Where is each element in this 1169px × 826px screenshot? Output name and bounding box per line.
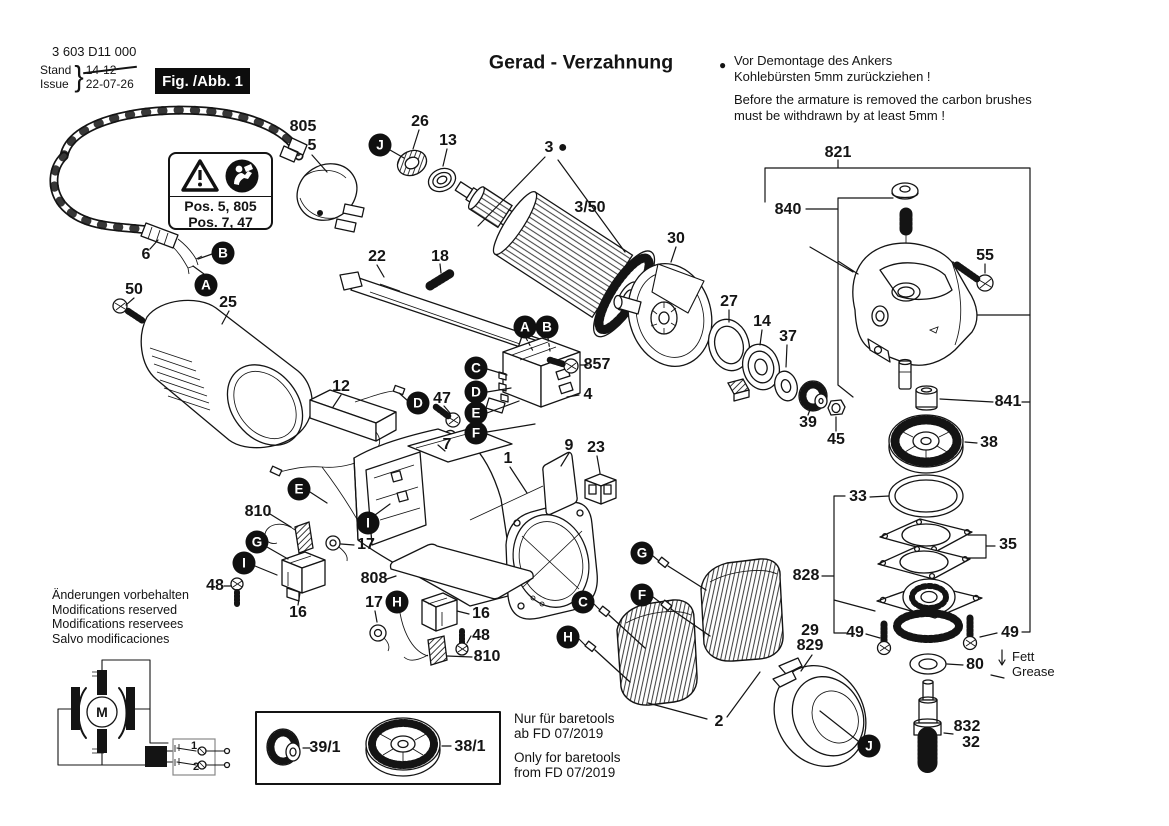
notice-en-line1: Before the armature is removed the carbo… xyxy=(734,92,1032,107)
grease-en: Grease xyxy=(1012,663,1055,679)
revision-block: Stand Issue } 14-12 22-07-26 xyxy=(40,60,134,93)
power-cord xyxy=(49,105,365,275)
baretools-box xyxy=(255,711,501,785)
modifications-de: Änderungen vorbehalten xyxy=(52,588,189,602)
nut-45 xyxy=(827,399,846,416)
air-deflector-30 xyxy=(613,263,713,367)
washer-37 xyxy=(774,370,798,402)
gear-38-1 xyxy=(365,717,441,777)
bearing-13 xyxy=(427,167,457,193)
guard-cover-829 xyxy=(772,657,867,767)
switch-rod-22 xyxy=(339,271,549,357)
document-number: 3 603 D11 000 xyxy=(52,44,137,59)
clamp-23 xyxy=(584,473,617,505)
washer-80 xyxy=(909,653,947,675)
notice-de-line1: Vor Demontage des Ankers xyxy=(734,53,893,68)
vent-slots xyxy=(149,347,211,411)
brush-810-mid xyxy=(403,635,448,666)
spring-18 xyxy=(425,268,456,291)
spring-17-mid xyxy=(369,624,390,652)
rear-cover-25 xyxy=(140,299,313,449)
modifications-es: Salvo modificaciones xyxy=(52,631,170,646)
sleeve-841 xyxy=(915,385,938,411)
notice-en-line2: must be withdrawn by at least 5mm ! xyxy=(734,107,945,123)
spring-17-left xyxy=(325,535,348,562)
notice-de-line2: Kohlebürsten 5mm zurückziehen ! xyxy=(734,68,931,84)
grease-de: Fett xyxy=(1012,649,1035,664)
bearing-14 xyxy=(741,343,781,391)
wiring-schematic xyxy=(57,659,231,776)
screw-49-right xyxy=(962,614,978,651)
old-date: 14-12 xyxy=(86,63,134,77)
cap-840 xyxy=(891,182,919,289)
pinion-39-1 xyxy=(266,728,301,766)
gaskets-35 xyxy=(877,518,973,580)
warning-triangle-icon xyxy=(181,159,219,192)
brush-holder-16-left xyxy=(281,551,326,602)
grease-note: Fett Grease xyxy=(1012,649,1055,679)
warning-pos-line2: Pos. 7, 47 xyxy=(188,213,253,230)
baretools-de-line1: Nur für baretools xyxy=(514,711,615,726)
screw-47 xyxy=(432,403,461,428)
spindle-32 xyxy=(913,679,942,775)
warning-pos-line1: Pos. 5, 805 xyxy=(184,198,257,214)
crown-gear-38 xyxy=(888,414,964,474)
warning-label: Pos. 5, 805 Pos. 7, 47 xyxy=(168,152,273,230)
brush-holder-16-mid xyxy=(421,592,458,632)
notice-bullet-icon: ● xyxy=(719,58,727,72)
o-ring-33 xyxy=(888,474,964,518)
sticker-9 xyxy=(542,451,578,516)
figure-number-box: Fig. /Abb. 1 xyxy=(155,68,250,94)
modifications-fr: Modifications reservees xyxy=(52,617,184,631)
field-coil-2 xyxy=(584,556,784,706)
baretools-en-line2: from FD 07/2019 xyxy=(514,765,616,780)
baretools-note: Nur für baretools ab FD 07/2019 Only for… xyxy=(514,711,621,780)
cable-sleeve xyxy=(140,222,203,275)
screw-55 xyxy=(952,261,994,292)
issue-label: Issue xyxy=(40,77,69,91)
baretools-en-line1: Only for baretools xyxy=(514,750,621,765)
armature-notice: Vor Demontage des Ankers Kohlebürsten 5m… xyxy=(734,53,1032,123)
key-piece xyxy=(727,378,750,402)
brace-glyph: } xyxy=(74,60,84,93)
pinion-39 xyxy=(798,380,828,412)
screw-49-left xyxy=(876,620,892,656)
modifications-note: Änderungen vorbehalten Modifications res… xyxy=(52,588,189,646)
power-plug xyxy=(279,137,365,233)
baretools-de-line2: ab FD 07/2019 xyxy=(514,726,604,741)
issue-date: 22-07-26 xyxy=(85,77,134,91)
screw-48-left xyxy=(230,577,244,608)
bearing-flange-828 xyxy=(876,578,983,643)
leader-lines xyxy=(125,129,1031,749)
ring-27 xyxy=(707,318,751,372)
brush-wire-h xyxy=(399,612,429,657)
screw-48-mid xyxy=(455,628,469,656)
modifications-en: Modifications reserved xyxy=(52,602,178,617)
page-title: Gerad - Verzahnung xyxy=(488,51,674,74)
stand-label: Stand xyxy=(40,63,72,77)
screw-50 xyxy=(112,298,147,325)
pin-below-housing xyxy=(898,358,912,390)
brush-810-left xyxy=(264,521,314,554)
screw-857 xyxy=(546,356,579,374)
gear-housing-body xyxy=(852,242,978,366)
bearing-26 xyxy=(396,149,428,177)
label-plate-808 xyxy=(389,543,534,600)
read-manual-icon xyxy=(225,159,259,193)
switch-4 xyxy=(485,337,581,414)
